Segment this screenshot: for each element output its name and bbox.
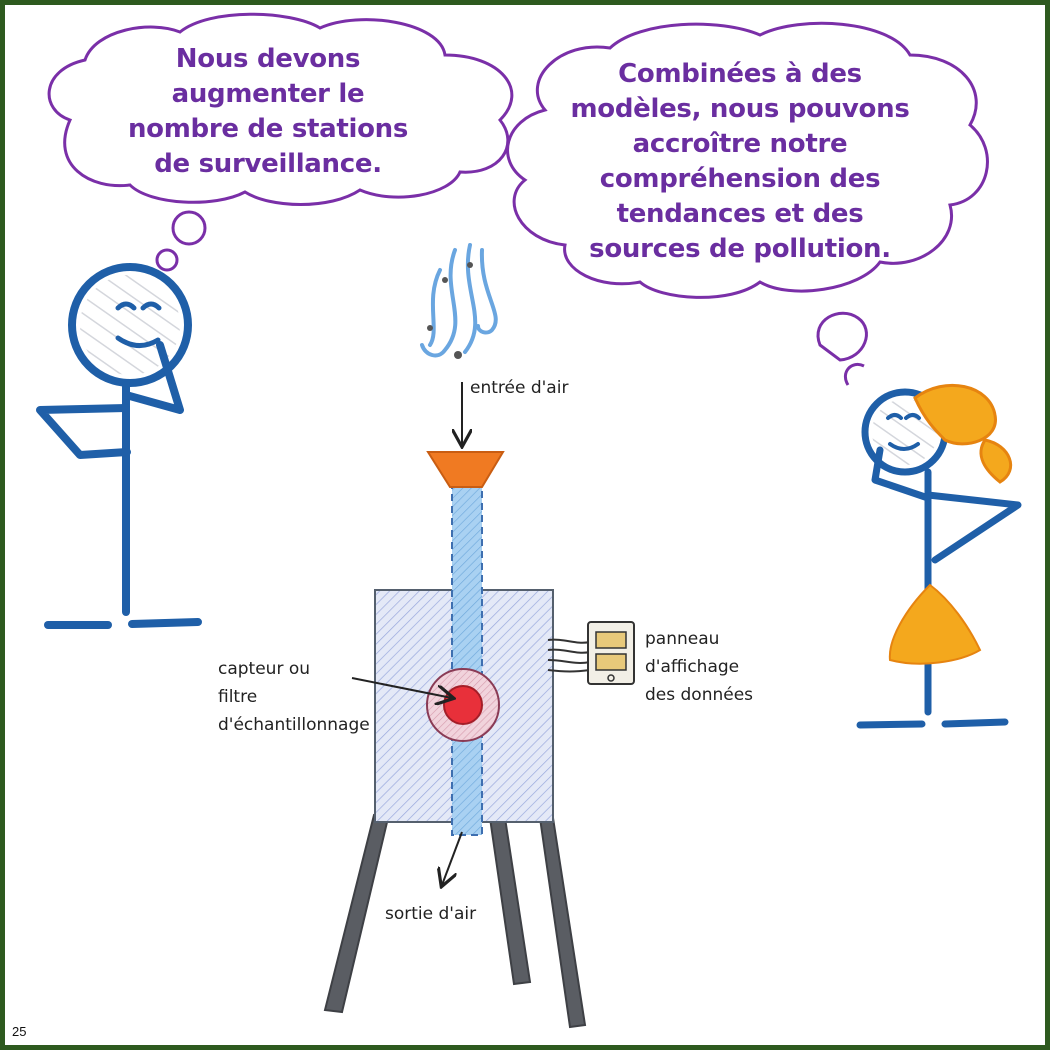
data-display-panel xyxy=(587,621,635,685)
air-inlet-funnel xyxy=(426,451,505,488)
thought-text-left: Nous devons augmenter le nombre de stati… xyxy=(118,42,418,182)
sensor-arrow xyxy=(351,677,452,698)
sensor-label-line: capteur ou xyxy=(218,659,311,679)
thought-line: accroître notre xyxy=(632,129,848,159)
thought-bubble-right xyxy=(506,21,989,386)
thought-line: Combinées à des xyxy=(618,59,862,89)
display-panel-label: panneau d'affichage des données xyxy=(645,625,753,709)
air-outlet-label: sortie d'air xyxy=(385,904,477,924)
stick-figure-left xyxy=(36,263,202,629)
sensor-label-line: d'échantillonnage xyxy=(218,715,370,735)
sensor-core xyxy=(443,685,483,725)
sensor-label: capteur ou filtre d'échantillonnage xyxy=(218,655,370,739)
air-inlet-label: entrée d'air xyxy=(470,378,569,398)
panel-label-line: panneau xyxy=(645,629,720,649)
outlet-arrow xyxy=(442,831,463,885)
stick-figure-right xyxy=(856,383,1022,729)
station-legs xyxy=(323,813,587,1029)
thought-line: Nous devons xyxy=(175,44,361,74)
panel-label-line: des données xyxy=(645,685,754,705)
thought-line: compréhension des xyxy=(599,164,881,194)
air-column xyxy=(451,484,483,836)
page-number: 25 xyxy=(12,1024,27,1039)
thought-line: sources de pollution. xyxy=(589,234,891,264)
thought-line: nombre de stations xyxy=(127,114,409,144)
thought-line: modèles, nous pouvons xyxy=(570,94,910,124)
thought-line: tendances et des xyxy=(616,199,864,229)
panel-label-line: d'affichage xyxy=(645,657,740,677)
thought-text-right: Combinées à des modèles, nous pouvons ac… xyxy=(560,57,920,267)
sensor-label-line: filtre xyxy=(218,687,258,707)
panel-cables xyxy=(547,638,591,673)
thought-line: augmenter le xyxy=(171,79,365,109)
air-stream-icon xyxy=(420,243,498,359)
thought-line: de surveillance. xyxy=(154,149,382,179)
